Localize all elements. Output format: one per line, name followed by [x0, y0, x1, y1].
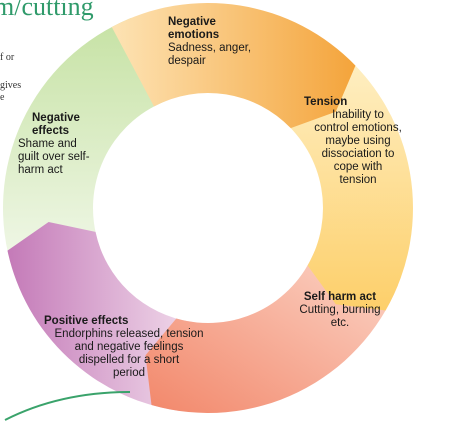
side-text-line: e [0, 92, 5, 103]
stage-body: dispelled for a short [78, 354, 180, 366]
decorative-arc [4, 391, 131, 421]
stage-body: Endorphins released, tension [54, 328, 204, 340]
stage-heading: Self harm act [303, 291, 377, 303]
stage-body: despair [168, 55, 206, 67]
stage-negative-effects: Negative effects Shame and guilt over se… [18, 112, 108, 177]
side-text-line: gives [0, 80, 22, 91]
stage-heading: Negative [168, 16, 216, 28]
stage-body: harm act [18, 164, 63, 176]
stage-body: etc. [330, 317, 350, 329]
stage-heading: Negative [32, 112, 80, 124]
stage-body: dissociation to [321, 148, 395, 160]
stage-body: guilt over self- [18, 151, 90, 163]
stage-heading: effects [32, 125, 70, 137]
stage-heading: Positive effects [44, 315, 129, 327]
segment-negative-emotions [111, 2, 356, 129]
stage-body: Shame and [18, 138, 77, 150]
stage-heading: emotions [168, 29, 220, 41]
stage-positive-effects: Positive effects Endorphins released, te… [44, 315, 214, 380]
stage-body: tension [339, 174, 377, 186]
stage-heading: Tension [304, 96, 348, 108]
segment-negative-effects [3, 17, 167, 272]
stage-body: cope with [333, 161, 383, 173]
side-text-line: f or [0, 52, 15, 63]
segment-positive-effects [7, 221, 192, 412]
stage-self-harm-act: Self harm act Cutting, burning etc. [290, 291, 390, 330]
stage-body: period [113, 367, 145, 379]
page-title: m/cutting [0, 0, 94, 21]
stage-body: control emotions, [314, 122, 402, 134]
stage-body: and negative feelings [74, 341, 184, 353]
stage-body: Inability to [332, 109, 384, 121]
stage-tension: Tension Inability to control emotions, m… [300, 96, 416, 187]
stage-body: maybe using [325, 135, 391, 147]
stage-body: Cutting, burning [299, 304, 381, 316]
stage-negative-emotions: Negative emotions Sadness, anger, despai… [168, 16, 251, 68]
stage-body: Sadness, anger, [168, 42, 252, 54]
